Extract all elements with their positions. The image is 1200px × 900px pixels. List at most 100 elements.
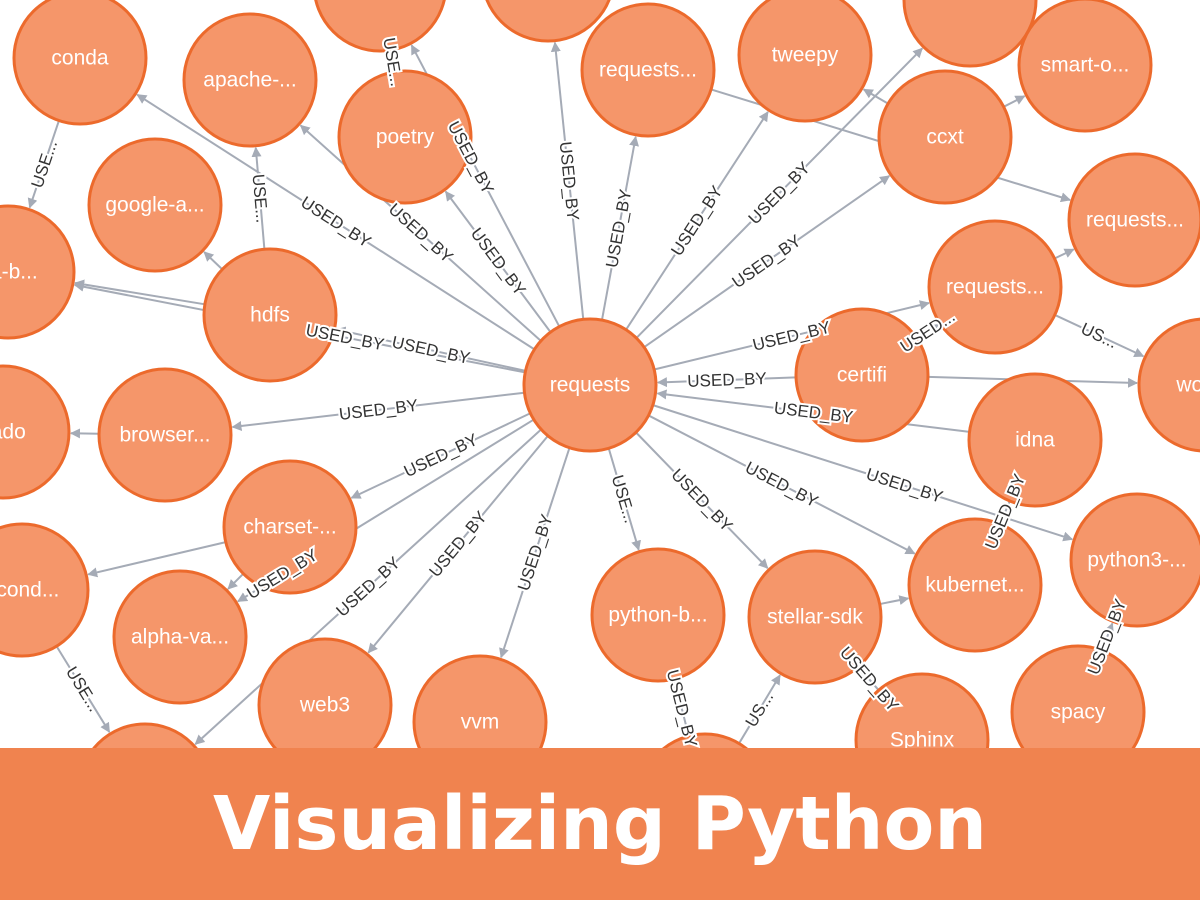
node-circle[interactable]: [927, 219, 1063, 355]
node-circle[interactable]: [182, 12, 318, 148]
node-circle[interactable]: [482, 0, 614, 43]
edge-line[interactable]: [231, 391, 525, 431]
edge[interactable]: [69, 428, 100, 439]
edge-line[interactable]: [862, 88, 889, 105]
node-pythonb[interactable]: python-b...: [590, 547, 726, 683]
edge[interactable]: [387, 51, 398, 73]
edge[interactable]: [27, 120, 60, 209]
edge-line[interactable]: [335, 326, 526, 372]
node-circle[interactable]: [737, 0, 873, 123]
edge-line[interactable]: [648, 414, 916, 555]
node-circle[interactable]: [522, 317, 658, 453]
edge[interactable]: [251, 146, 266, 250]
edge[interactable]: [367, 435, 549, 654]
edge[interactable]: [656, 376, 797, 388]
edge-line[interactable]: [499, 447, 571, 659]
edge-line[interactable]: [136, 93, 535, 351]
node-charset[interactable]: charset-...: [222, 459, 358, 595]
edge-line[interactable]: [643, 175, 891, 349]
node-circle[interactable]: [877, 69, 1013, 205]
edge[interactable]: [55, 645, 111, 733]
node-circle[interactable]: [580, 2, 716, 138]
node-google[interactable]: google-a...: [87, 137, 223, 273]
node-circle[interactable]: [202, 247, 338, 383]
node-circle[interactable]: [1137, 317, 1200, 453]
edge[interactable]: [499, 447, 571, 659]
edge[interactable]: [203, 251, 223, 271]
edge[interactable]: [1003, 95, 1026, 108]
node-tweepy[interactable]: tweepy: [737, 0, 873, 123]
edge[interactable]: [643, 175, 891, 349]
node-circle[interactable]: [1017, 0, 1153, 133]
node-smarto[interactable]: smart-o...: [1017, 0, 1153, 133]
edge[interactable]: [999, 500, 1011, 524]
node-conda[interactable]: conda: [12, 0, 148, 126]
edge-line[interactable]: [625, 111, 769, 331]
node-circle[interactable]: [1069, 492, 1200, 628]
node-circle[interactable]: [112, 569, 248, 705]
edge[interactable]: [738, 674, 781, 744]
edge[interactable]: [1054, 314, 1145, 358]
edge-line[interactable]: [350, 412, 531, 499]
edge[interactable]: [87, 541, 226, 578]
node-circle[interactable]: [1067, 152, 1200, 288]
edge[interactable]: [635, 431, 769, 569]
edge[interactable]: [299, 124, 542, 342]
edge[interactable]: [194, 428, 542, 745]
node-idna[interactable]: idna: [967, 372, 1103, 508]
edge-line[interactable]: [27, 120, 60, 209]
edge-line[interactable]: [656, 376, 797, 388]
edge[interactable]: [672, 679, 690, 737]
node-requests[interactable]: requests: [522, 317, 658, 453]
edge[interactable]: [227, 572, 245, 590]
node-apache[interactable]: apache-...: [182, 12, 318, 148]
node-wordp[interactable]: wordp: [1137, 317, 1200, 453]
edge-line[interactable]: [367, 435, 549, 654]
node-dab[interactable]: da-b...: [0, 204, 76, 340]
edge-line[interactable]: [550, 41, 585, 320]
edge-line[interactable]: [1054, 248, 1075, 260]
node-top2[interactable]: [482, 0, 614, 43]
node-circle[interactable]: [314, 0, 446, 53]
edge-line[interactable]: [87, 541, 226, 578]
node-acond[interactable]: acond...: [0, 522, 90, 658]
edge-line[interactable]: [69, 428, 100, 439]
node-python3[interactable]: python3-...: [1069, 492, 1200, 628]
edge[interactable]: [335, 326, 526, 372]
node-circle[interactable]: [794, 307, 930, 443]
edge-line[interactable]: [600, 135, 639, 321]
edge[interactable]: [625, 111, 769, 331]
edge-line[interactable]: [999, 500, 1011, 524]
edge-line[interactable]: [194, 428, 542, 745]
node-circle[interactable]: [222, 459, 358, 595]
node-circle[interactable]: [0, 522, 90, 658]
edge-line[interactable]: [858, 667, 880, 691]
node-poetry[interactable]: poetry: [337, 69, 473, 205]
node-circle[interactable]: [12, 0, 148, 126]
edge-line[interactable]: [74, 279, 206, 306]
node-alphava[interactable]: alpha-va...: [112, 569, 248, 705]
edge[interactable]: [879, 595, 910, 606]
edge-line[interactable]: [738, 674, 781, 744]
node-vado[interactable]: vado: [0, 364, 71, 500]
edge[interactable]: [916, 323, 940, 340]
node-browser[interactable]: browser...: [97, 367, 233, 503]
edge-line[interactable]: [635, 431, 769, 569]
node-circle[interactable]: [967, 372, 1103, 508]
node-kubernet[interactable]: kubernet...: [907, 517, 1043, 653]
edge-line[interactable]: [227, 572, 245, 590]
edge[interactable]: [862, 88, 889, 105]
node-circle[interactable]: [747, 549, 883, 685]
edge[interactable]: [231, 391, 525, 431]
edge-line[interactable]: [55, 645, 111, 733]
node-stellar[interactable]: stellar-sdk: [747, 549, 883, 685]
node-circle[interactable]: [0, 204, 76, 340]
edge[interactable]: [600, 135, 639, 321]
node-circle[interactable]: [97, 367, 233, 503]
edge[interactable]: [444, 190, 552, 333]
node-circle[interactable]: [0, 364, 71, 500]
node-ccxt[interactable]: ccxt: [877, 69, 1013, 205]
edge-line[interactable]: [203, 251, 223, 271]
node-requests_a[interactable]: requests...: [580, 2, 716, 138]
edge[interactable]: [607, 448, 641, 551]
